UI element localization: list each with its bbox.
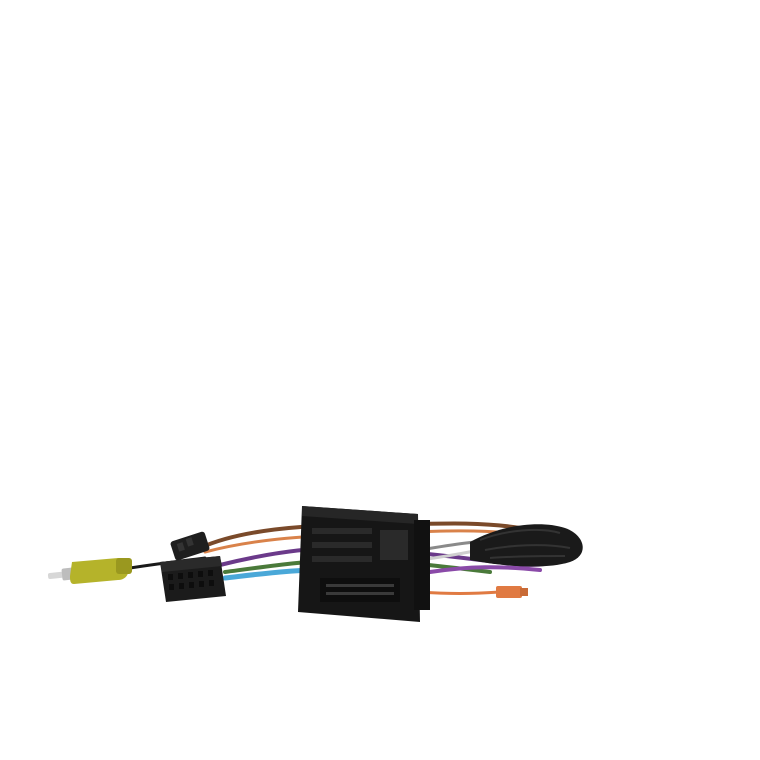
wrapped-wire-bundle — [470, 524, 583, 567]
antenna-plug — [496, 586, 528, 598]
violet-wire — [428, 565, 542, 574]
rca-camera-plug — [47, 558, 132, 584]
iso-plug-20pin — [160, 556, 226, 602]
antenna-cable — [416, 590, 502, 595]
main-quadlock-connector — [298, 506, 430, 622]
small-connector — [170, 531, 210, 561]
